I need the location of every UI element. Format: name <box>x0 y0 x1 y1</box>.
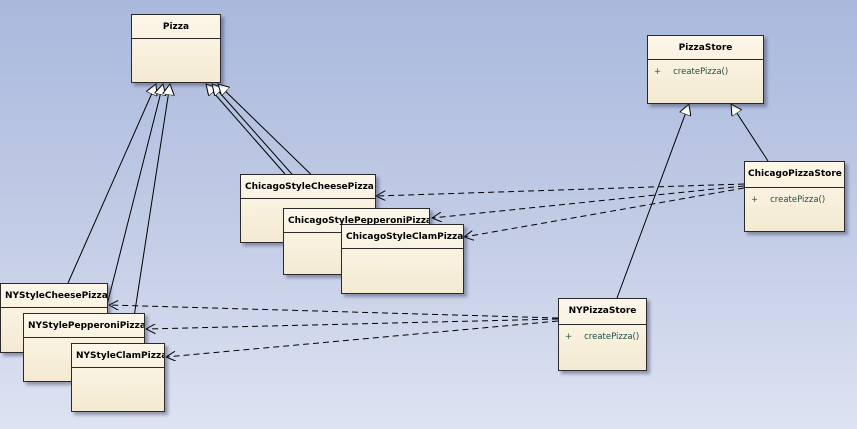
class-pizzastore[interactable]: PizzaStore + createPizza() <box>647 35 764 104</box>
dependency-chicago-store-to-pepperoni <box>432 185 745 218</box>
class-name: NYStylePepperoniPizza <box>28 321 144 331</box>
class-name: ChicagoStylePepperoniPizza <box>288 216 429 226</box>
attributes-separator <box>72 367 164 368</box>
attributes-separator <box>342 248 463 249</box>
attributes-separator <box>132 38 220 39</box>
operations-separator <box>559 324 646 325</box>
visibility-public: + <box>654 67 662 77</box>
generalization-chicago-store-to-pizzastore <box>731 104 769 162</box>
visibility-public: + <box>751 195 759 205</box>
dependency-ny-store-to-cheese <box>109 305 559 319</box>
class-name: ChicagoStyleClamPizza <box>346 232 463 242</box>
class-name: ChicagoStyleCheesePizza <box>245 182 374 192</box>
operations-separator <box>745 187 844 188</box>
generalization-ny-cheese-to-pizza <box>67 84 156 284</box>
dependency-ny-store-to-clam <box>166 320 559 357</box>
class-name: NYPizzaStore <box>568 306 637 316</box>
class-name: NYStyleCheesePizza <box>5 291 107 301</box>
operation-name: createPizza() <box>770 195 826 205</box>
operation-createpizza: + createPizza() <box>745 188 844 205</box>
operations-separator <box>648 59 763 60</box>
class-nystyleclampizza[interactable]: NYStyleClamPizza <box>71 343 165 412</box>
attributes-separator <box>1 307 107 308</box>
operation-name: createPizza() <box>673 67 729 77</box>
class-nypizzastore[interactable]: NYPizzaStore + createPizza() <box>558 298 647 371</box>
generalization-ny-store-to-pizzastore <box>616 104 689 299</box>
operation-createpizza: + createPizza() <box>559 325 646 342</box>
operation-createpizza: + createPizza() <box>648 60 763 77</box>
class-chicagostyleclampizza[interactable]: ChicagoStyleClamPizza <box>341 224 464 294</box>
generalization-chicago-cheese-to-pizza <box>206 84 286 175</box>
class-pizza[interactable]: Pizza <box>131 14 221 83</box>
attributes-separator <box>241 198 375 199</box>
class-name: Pizza <box>162 22 190 32</box>
class-name: PizzaStore <box>678 43 733 53</box>
visibility-public: + <box>565 332 573 342</box>
generalization-ny-pepperoni-to-pizza <box>104 84 163 314</box>
dependency-chicago-store-to-clam <box>464 187 745 237</box>
generalization-ny-clam-to-pizza <box>129 84 170 344</box>
attributes-separator <box>24 337 144 338</box>
operation-name: createPizza() <box>584 332 640 342</box>
class-name: ChicagoPizzaStore <box>748 169 842 179</box>
dependency-ny-store-to-pepperoni <box>146 318 559 329</box>
class-chicagopizzastore[interactable]: ChicagoPizzaStore + createPizza() <box>744 161 845 232</box>
dependency-chicago-store-to-cheese <box>376 183 745 196</box>
class-name: NYStyleClamPizza <box>76 351 164 361</box>
